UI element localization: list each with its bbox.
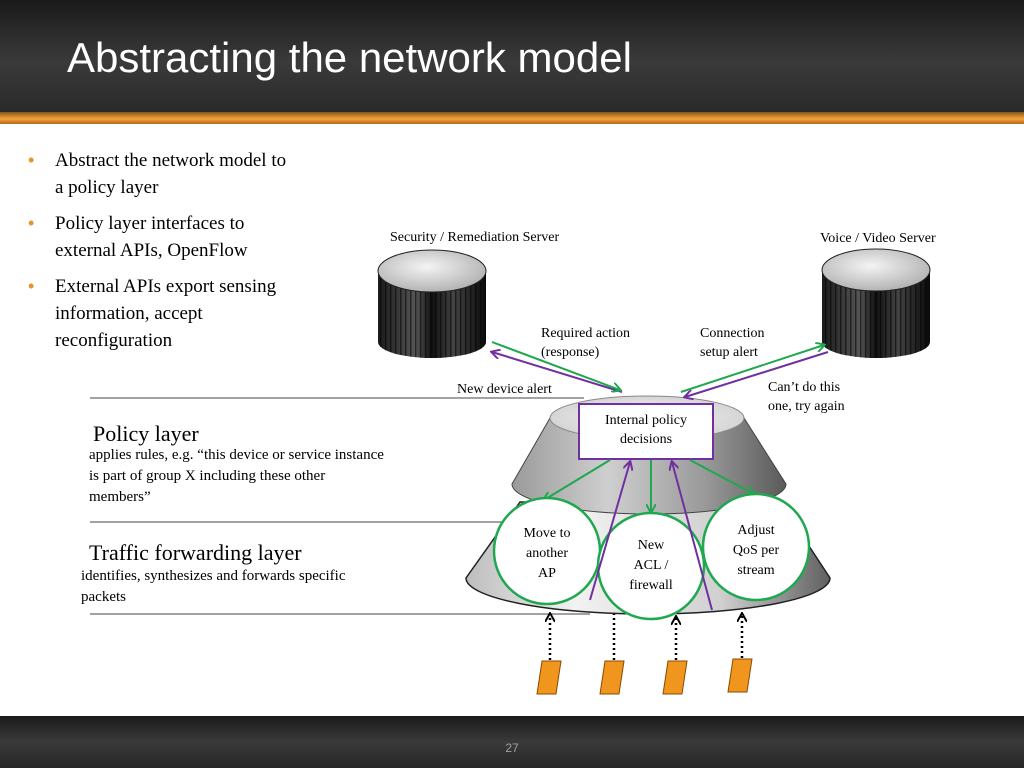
connection-setup-arrow bbox=[680, 345, 824, 393]
acl-label: New ACL / firewall bbox=[611, 536, 691, 596]
label-line: Internal policy bbox=[604, 413, 688, 428]
bullet-item: • External APIs export sensing informatio… bbox=[28, 273, 298, 354]
slide-title: Abstracting the network model bbox=[67, 34, 632, 81]
policy-layer-title: Policy layer bbox=[93, 421, 199, 446]
label-line: stream bbox=[737, 563, 775, 578]
bullet-dot-icon: • bbox=[28, 213, 35, 233]
packet-icon bbox=[727, 658, 753, 693]
bullet-dot-icon: • bbox=[28, 276, 35, 296]
cant-do-arrow bbox=[685, 351, 829, 397]
label-line: QoS per bbox=[732, 543, 780, 558]
bullet-text: Abstract the network model to a policy l… bbox=[55, 150, 287, 198]
bullet-item: • Policy layer interfaces to external API… bbox=[28, 210, 298, 264]
label-line: firewall bbox=[629, 578, 673, 593]
internal-policy-label: Internal policy decisions bbox=[581, 411, 711, 449]
required-action-arrow bbox=[491, 341, 620, 390]
footer-bar bbox=[0, 716, 1024, 768]
label-line: New bbox=[637, 538, 665, 553]
qos-label: Adjust QoS per stream bbox=[716, 521, 796, 581]
bullet-dot-icon: • bbox=[28, 150, 35, 170]
title-bar bbox=[0, 0, 1024, 112]
bullet-item: • Abstract the network model to a policy … bbox=[28, 147, 298, 201]
uplink-arrow bbox=[589, 462, 630, 601]
policy-to-qos-arrow bbox=[689, 459, 754, 494]
cant-do-label: Can’t do this one, try again bbox=[768, 378, 845, 416]
label-line: another bbox=[526, 546, 568, 561]
policy-layer-desc: applies rules, e.g. “this device or serv… bbox=[89, 447, 384, 505]
new-device-alert-label: New device alert bbox=[457, 382, 552, 397]
label-line: Adjust bbox=[737, 523, 775, 538]
connection-setup-label: Connection setup alert bbox=[700, 324, 765, 362]
bullet-list: • Abstract the network model to a policy … bbox=[28, 147, 298, 363]
label-line: AP bbox=[538, 566, 556, 581]
packet-icon bbox=[599, 660, 625, 695]
acl-circle bbox=[596, 511, 706, 621]
security-server-cylinder-icon bbox=[377, 249, 487, 358]
label-line: ACL / bbox=[633, 558, 669, 573]
label-line: Connection bbox=[700, 326, 765, 341]
label-line: Required action bbox=[541, 326, 631, 341]
bullet-text: Policy layer interfaces to external APIs… bbox=[55, 213, 248, 261]
security-server-label: Security / Remediation Server bbox=[390, 230, 560, 245]
page-number: 27 bbox=[505, 741, 519, 755]
accent-stripe bbox=[0, 112, 1024, 124]
label-line: (response) bbox=[541, 345, 600, 360]
bullet-text: External APIs export sensing information… bbox=[55, 276, 277, 351]
voice-server-label: Voice / Video Server bbox=[820, 231, 936, 246]
new-device-alert-arrow bbox=[492, 352, 623, 393]
traffic-layer-desc: identifies, synthesizes and forwards spe… bbox=[81, 568, 346, 605]
traffic-layer-title: Traffic forwarding layer bbox=[89, 540, 302, 565]
uplink-arrow bbox=[672, 462, 713, 611]
label-line: decisions bbox=[619, 432, 673, 447]
label-line: one, try again bbox=[768, 399, 845, 414]
qos-circle bbox=[701, 492, 811, 602]
label-line: Move to bbox=[523, 526, 571, 541]
voice-server-cylinder-icon bbox=[821, 248, 931, 358]
label-line: setup alert bbox=[700, 345, 758, 360]
packet-icon bbox=[662, 660, 688, 695]
label-line: Can’t do this bbox=[768, 380, 841, 395]
packet-icon bbox=[536, 660, 562, 695]
required-action-label: Required action (response) bbox=[541, 324, 630, 362]
internal-policy-box bbox=[578, 403, 714, 460]
move-ap-label: Move to another AP bbox=[507, 524, 587, 584]
policy-to-move-arrow bbox=[544, 459, 611, 500]
